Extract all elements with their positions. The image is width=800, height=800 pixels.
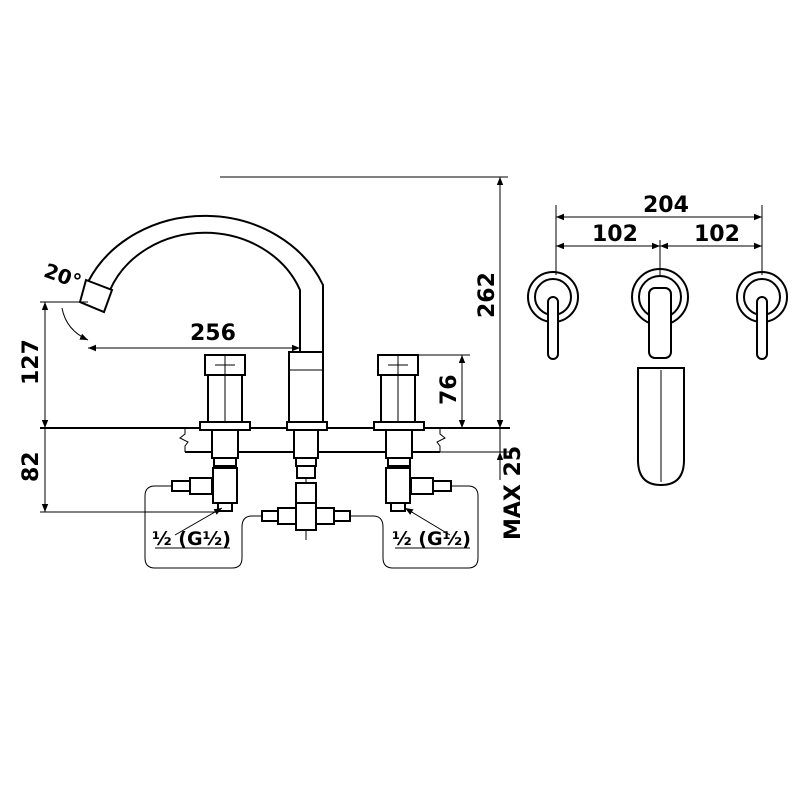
dimensions (40, 176, 510, 549)
front-view (527, 205, 788, 487)
spout-height-label: 127 (19, 339, 44, 385)
right-handle (377, 354, 419, 510)
connection-left-label: ½ (G½) (152, 528, 231, 550)
handle-height-label: 76 (437, 374, 462, 405)
deck (40, 421, 510, 453)
spacing-left-label: 102 (592, 222, 638, 247)
spout (78, 214, 324, 352)
connection-right-label: ½ (G½) (392, 528, 471, 550)
spout-reach-label: 256 (190, 321, 236, 346)
total-width-label: 204 (643, 193, 689, 218)
angle-label: 20° (41, 258, 85, 293)
max-deck-label: MAX 25 (501, 446, 526, 540)
spacing-right-label: 102 (694, 222, 740, 247)
total-height-label: 262 (475, 272, 500, 318)
under-deck-fittings (144, 429, 479, 569)
below-deck-label: 82 (19, 451, 44, 482)
